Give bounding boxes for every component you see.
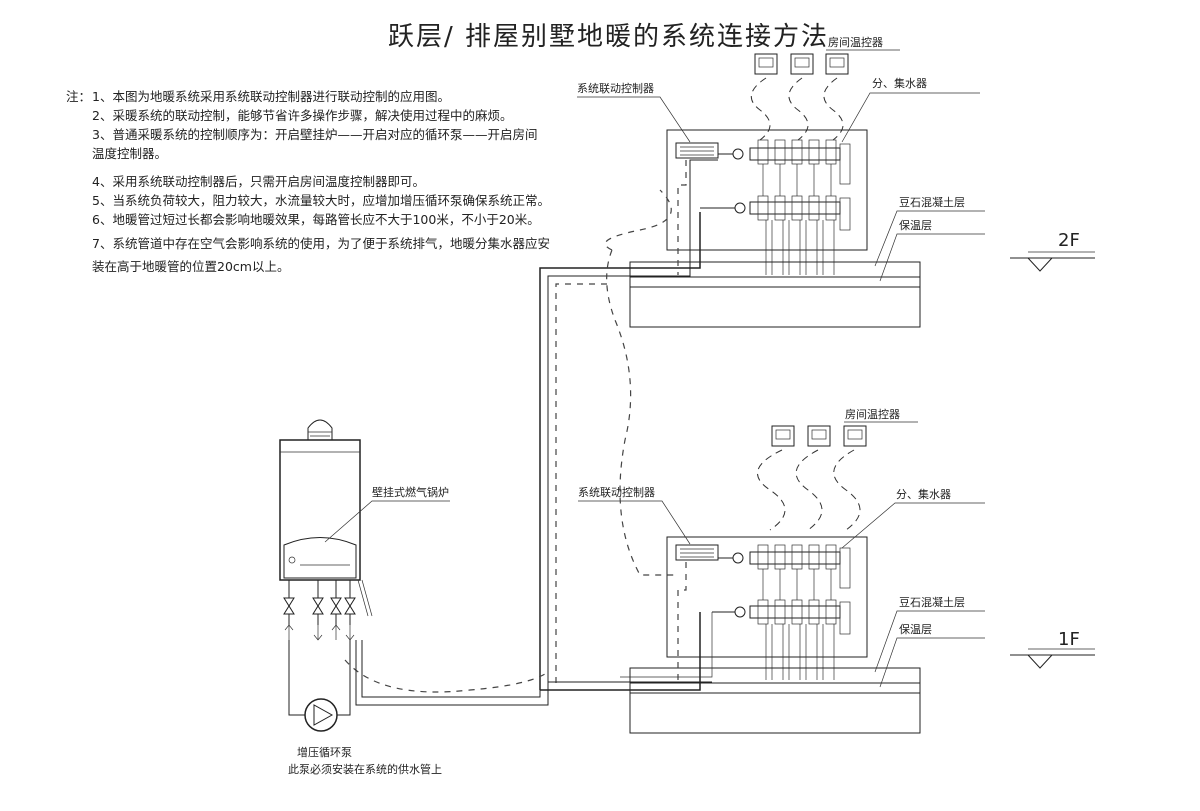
notes-block: 注： 1、本图为地暖系统采用系统联动控制器进行联动控制的应用图。 2、采暖系统的… [66,89,550,274]
thermostat-label: 房间温控器 [845,407,900,421]
thermostat-icon [825,53,849,75]
floor-1-assembly: 房间温控器 系统联动控制器 [578,407,1095,734]
control-wire [344,659,549,693]
supply-pipe [355,640,549,706]
note-line-6: 6、地暖管过短过长都会影响地暖效果，每路管长应不大于100米，不小于20米。 [92,212,540,227]
arrow-down-icon [313,625,323,641]
insulation-layer [629,682,921,694]
thermostat-icon [754,53,778,75]
riser-pipes [539,159,718,691]
boiler-label: 壁挂式燃气锅炉 [372,485,449,499]
signal-line [677,562,687,680]
floor-slab [629,286,921,328]
pebble-concrete-layer [629,261,921,278]
manifold-loop-pipes [762,164,835,275]
valve-icon [330,580,342,625]
valve-icon [283,580,295,625]
note-line-7b: 装在高于地暖管的位置20cm以上。 [92,259,289,274]
manifold-cabinet [666,129,868,251]
leader-line [874,610,985,673]
level-label: 2F [1058,230,1080,251]
insulation-layer [629,276,921,288]
arrow-down-icon [345,625,355,641]
manifold-label: 分、集水器 [872,76,927,90]
level-label: 1F [1058,629,1080,650]
level-marker-2f: 2F [1010,230,1095,272]
circulation-pump-icon [304,698,338,732]
notes-prefix: 注： [66,89,91,104]
return-manifold [712,599,851,635]
level-marker-1f: 1F [1010,629,1095,669]
valve-icon [344,580,356,625]
floor-2-assembly: 房间温控器 系统联动控制器 [577,35,1095,328]
thermostat-icon [807,425,831,447]
signal-line [750,77,771,141]
thermostat-label: 房间温控器 [828,35,883,49]
valve-icon [312,580,324,625]
thermostat-icon [790,53,814,75]
leader-line [841,502,985,549]
note-line-3: 3、普通采暖系统的控制顺序为：开启壁挂炉——开启对应的循环泵——开启房间 [92,127,537,142]
insulation-label: 保温层 [899,218,932,232]
leader-line [879,637,985,688]
leader-line [578,500,691,545]
leader-line [841,92,980,143]
leader-line [577,96,691,143]
concrete-label: 豆石混凝土层 [899,595,965,609]
pump-label: 增压循环泵 [297,745,352,759]
thermostat-icon [843,425,867,447]
arrow-up-icon [331,624,341,640]
signal-line [677,160,687,275]
signal-line [795,449,823,531]
signal-line [833,449,861,531]
linkage-controller [675,544,719,561]
flue-icon [307,419,333,441]
pump-note: 此泵必须安装在系统的供水管上 [288,762,442,776]
controller-label: 系统联动控制器 [577,81,654,95]
arrow-up-icon [284,624,294,640]
note-line-3b: 温度控制器。 [92,146,167,161]
control-wire [604,189,676,576]
wall-hung-boiler [279,419,373,641]
leader-line [879,233,985,282]
manifold-cabinet [666,536,868,658]
concrete-label: 豆石混凝土层 [899,195,965,209]
boiler-piping [288,640,351,716]
note-line-5: 5、当系统负荷较大，阻力较大，水流量较大时，应增加增压循环泵确保系统正常。 [92,193,550,208]
note-line-2: 2、采暖系统的联动控制，能够节省许多操作步骤，解决使用过程中的麻烦。 [92,108,512,123]
note-line-7: 7、系统管道中存在空气会影响系统的使用，为了便于系统排气，地暖分集水器应安 [92,236,550,251]
note-line-4: 4、采用系统联动控制器后，只需开启房间温度控制器即可。 [92,174,425,189]
linkage-controller [675,142,719,159]
leader-line [324,500,450,543]
pebble-concrete-layer [629,667,921,684]
manifold-loop-pipes [762,569,835,680]
leader-line [874,210,985,267]
signal-line [823,77,844,141]
supply-manifold [718,139,851,185]
insulation-label: 保温层 [899,622,932,636]
floor-slab [629,692,921,734]
signal-line [757,449,786,531]
thermostat-icon [771,425,795,447]
return-pipe [361,640,541,698]
note-line-1: 1、本图为地暖系统采用系统联动控制器进行联动控制的应用图。 [92,89,450,104]
manifold-label: 分、集水器 [896,487,951,501]
controller-label: 系统联动控制器 [578,485,655,499]
diagram-title: 跃层/ 排屋别墅地暖的系统连接方法 [388,22,829,52]
return-manifold [700,195,851,231]
supply-manifold [718,544,851,589]
signal-line [788,77,809,141]
